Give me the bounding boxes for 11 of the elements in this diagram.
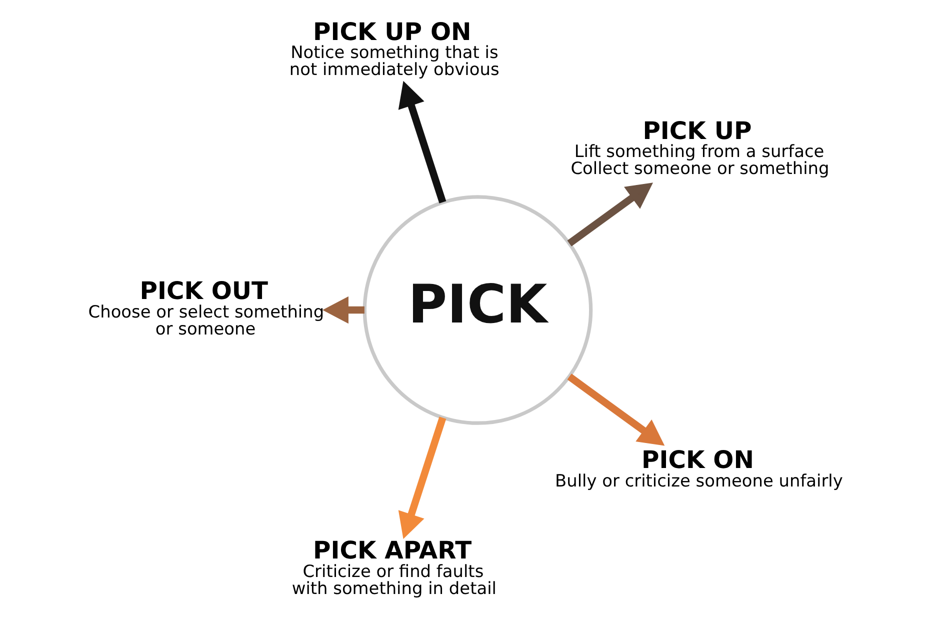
arrow — [322, 296, 364, 324]
arrow — [398, 416, 446, 540]
node-circle: PICK — [362, 195, 593, 425]
node-text: PICK OUT Choose or select something or someone — [88, 277, 324, 338]
node-text: PICK ON Bully or criticize someone unfairly — [555, 446, 843, 490]
arrow — [567, 182, 654, 246]
arrow — [567, 374, 665, 446]
arrow — [398, 80, 446, 204]
node-text: PICK UP ON Notice something that is not immediately obvious — [289, 18, 500, 80]
node-text: PICK APART Criticize or find faults with something in detail — [292, 536, 496, 598]
node-text: PICK UP Lift something from a surface Collect someone or something — [570, 116, 830, 178]
